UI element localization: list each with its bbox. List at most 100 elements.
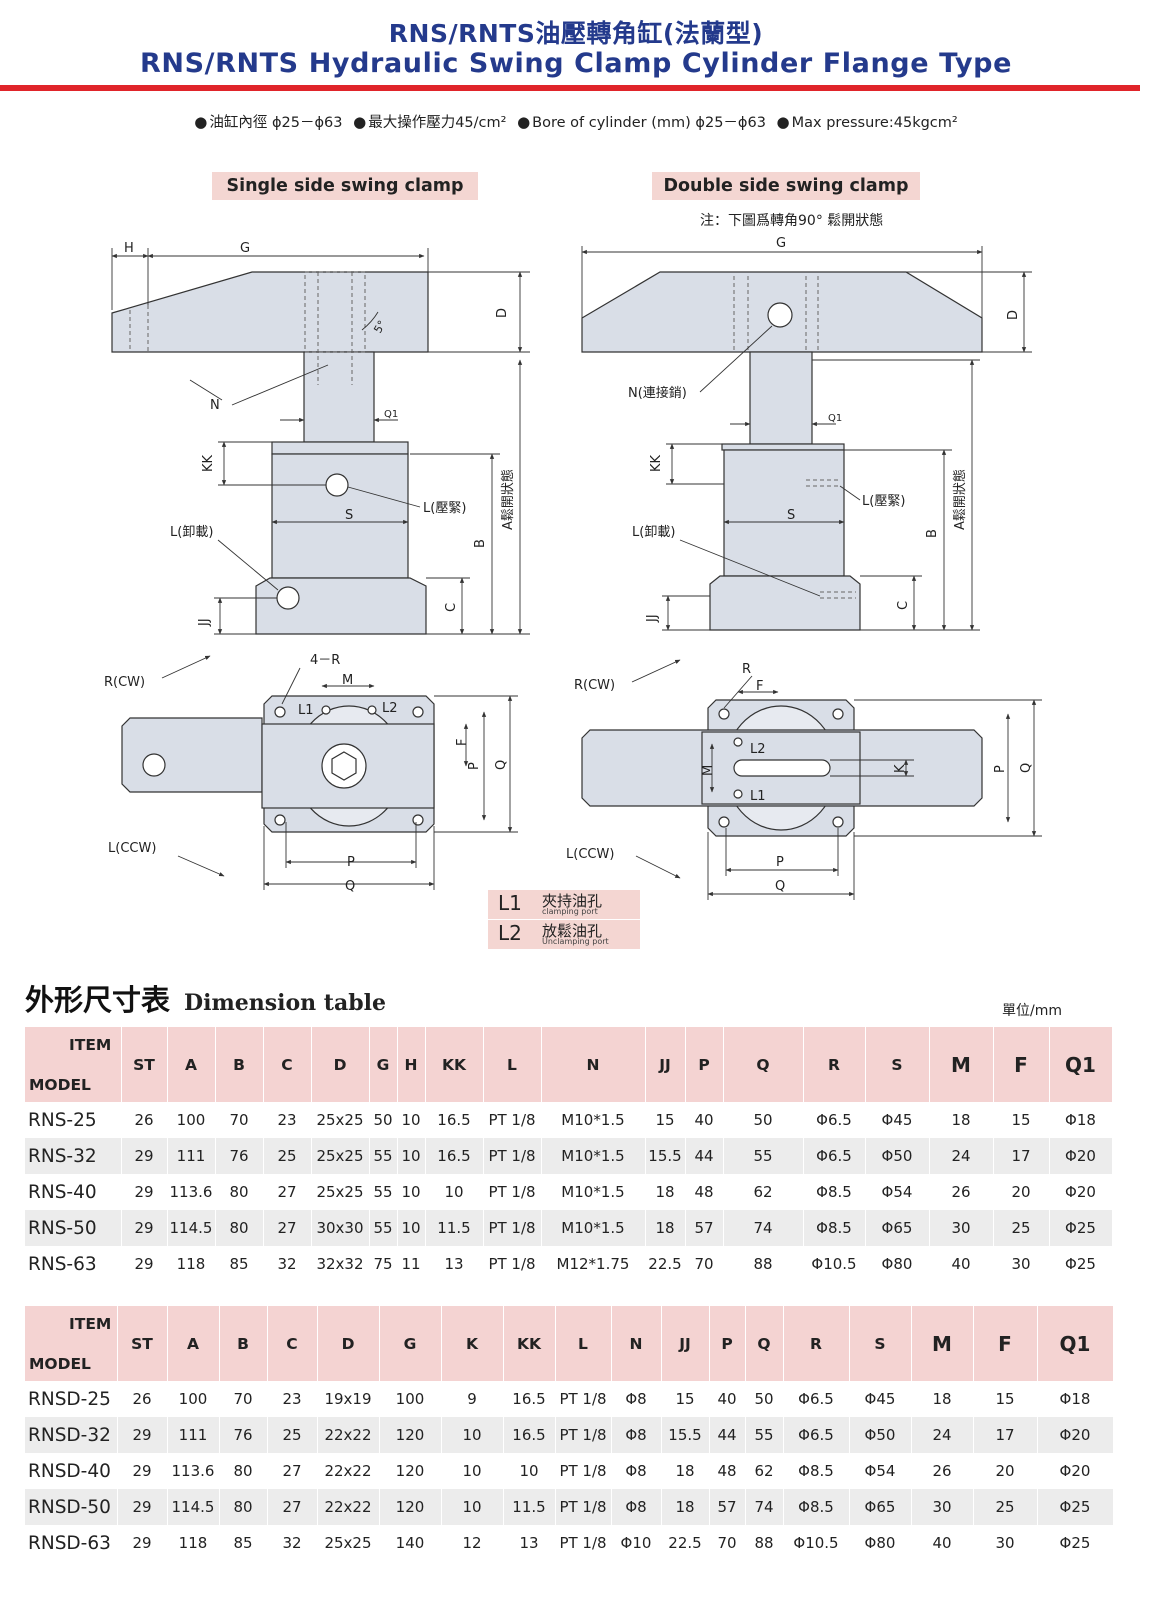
dbl-dim-label-a: A鬆開狀態 — [952, 469, 968, 530]
value-cell: Φ8 — [611, 1453, 662, 1489]
model-cell: RNSD-50 — [25, 1489, 118, 1525]
single-clamp-label: Single side swing clamp — [212, 172, 478, 200]
value-cell: Φ25 — [1037, 1525, 1114, 1561]
value-cell: Φ18 — [1037, 1381, 1114, 1417]
dim-label-m: M — [342, 673, 353, 688]
col-header: L — [483, 1027, 542, 1102]
dbl-dim-label-l-unload: L(卸載) — [632, 524, 675, 540]
col-header: M — [929, 1027, 994, 1102]
value-cell: 27 — [267, 1453, 318, 1489]
dim-label-q: Q — [494, 760, 509, 770]
dim-label-a: A鬆開狀態 — [500, 469, 516, 530]
value-cell: 57 — [685, 1210, 724, 1246]
value-cell: 24 — [911, 1417, 974, 1453]
value-cell: Φ65 — [865, 1210, 930, 1246]
value-cell: 76 — [219, 1417, 268, 1453]
col-header: K — [441, 1306, 504, 1381]
value-cell: Φ8.5 — [803, 1174, 866, 1210]
col-header: P — [709, 1306, 746, 1381]
dbl-label-l-ccw: L(CCW) — [566, 847, 614, 862]
value-cell: 26 — [121, 1102, 168, 1138]
model-cell: RNS-50 — [25, 1210, 122, 1246]
dim-label-s: S — [345, 508, 353, 523]
value-cell: Φ80 — [849, 1525, 912, 1561]
value-cell: 100 — [167, 1381, 220, 1417]
value-cell: 48 — [709, 1453, 746, 1489]
double-dimension-lines — [581, 246, 1032, 631]
value-cell: 29 — [117, 1453, 168, 1489]
value-cell: Φ54 — [865, 1174, 930, 1210]
value-cell: 11.5 — [503, 1489, 556, 1525]
value-cell: 12 — [441, 1525, 504, 1561]
dbl-dim-label-m: M — [701, 765, 716, 776]
col-header: ST — [117, 1306, 168, 1381]
heading-en: Dimension table — [184, 990, 386, 1016]
value-cell: 10 — [441, 1489, 504, 1525]
dbl-dim-label-c: C — [896, 601, 911, 610]
value-cell: 25 — [973, 1489, 1038, 1525]
col-header: C — [263, 1027, 312, 1102]
dbl-dim-label-q: Q — [1019, 763, 1034, 773]
value-cell: 29 — [121, 1174, 168, 1210]
value-cell: 32 — [263, 1246, 312, 1282]
value-cell: 25 — [267, 1417, 318, 1453]
value-cell: 62 — [723, 1174, 804, 1210]
value-cell: 55 — [745, 1417, 784, 1453]
value-cell: 48 — [685, 1174, 724, 1210]
single-dimension-text: H G D 5° N Q1 KK L(壓緊) S L(卸載) B A鬆開狀態 J… — [124, 241, 516, 627]
value-cell: M12*1.75 — [541, 1246, 646, 1282]
value-cell: 22x22 — [317, 1489, 380, 1525]
value-cell: 50 — [745, 1381, 784, 1417]
dbl-dim-label-l2: L2 — [750, 742, 766, 757]
value-cell: 114.5 — [167, 1489, 220, 1525]
label-l-ccw: L(CCW) — [108, 841, 156, 856]
value-cell: 30 — [993, 1246, 1050, 1282]
col-header: S — [849, 1306, 912, 1381]
value-cell: 24 — [929, 1138, 994, 1174]
model-cell: RNS-40 — [25, 1174, 122, 1210]
dim-label-c: C — [444, 603, 459, 612]
value-cell: 11.5 — [425, 1210, 484, 1246]
dim-label-kk: KK — [201, 454, 216, 472]
value-cell: 16.5 — [503, 1381, 556, 1417]
double-body — [723, 449, 845, 577]
value-cell: 10 — [397, 1174, 426, 1210]
value-cell: 100 — [167, 1102, 216, 1138]
value-cell: 140 — [379, 1525, 442, 1561]
dbl-dim-label-p: P — [993, 765, 1008, 773]
value-cell: 25 — [993, 1210, 1050, 1246]
col-header: JJ — [661, 1306, 710, 1381]
col-header: R — [803, 1027, 866, 1102]
dim-label-f: F — [455, 739, 470, 746]
title-chinese: RNS/RNTS油壓轉角缸(法蘭型) — [388, 19, 764, 48]
value-cell: 25 — [263, 1138, 312, 1174]
value-cell: Φ8 — [611, 1489, 662, 1525]
value-cell: Φ6.5 — [803, 1102, 866, 1138]
value-cell: 15 — [645, 1102, 686, 1138]
value-cell: 13 — [425, 1246, 484, 1282]
technical-drawing: H G D 5° N Q1 KK L(壓緊) S L(卸載) B A鬆開狀態 J… — [104, 236, 1042, 900]
value-cell: PT 1/8 — [483, 1246, 542, 1282]
unit-label: 單位/mm — [1002, 1003, 1062, 1019]
value-cell: 10 — [503, 1453, 556, 1489]
value-cell: 18 — [929, 1102, 994, 1138]
value-cell: 30 — [929, 1210, 994, 1246]
value-cell: 22.5 — [661, 1525, 710, 1561]
value-cell: 30 — [911, 1489, 974, 1525]
dbl-dim-label-n: N(連接銷) — [628, 385, 687, 401]
double-flange — [709, 575, 861, 631]
legend-cn: 放鬆油孔 — [542, 922, 603, 940]
value-cell: 70 — [685, 1246, 724, 1282]
dim-label-n: N — [210, 398, 220, 413]
value-cell: 26 — [911, 1453, 974, 1489]
value-cell: 23 — [267, 1381, 318, 1417]
unload-port — [276, 586, 300, 610]
value-cell: 55 — [369, 1210, 398, 1246]
value-cell: 16.5 — [425, 1102, 484, 1138]
value-cell: 17 — [993, 1138, 1050, 1174]
value-cell: 76 — [215, 1138, 264, 1174]
